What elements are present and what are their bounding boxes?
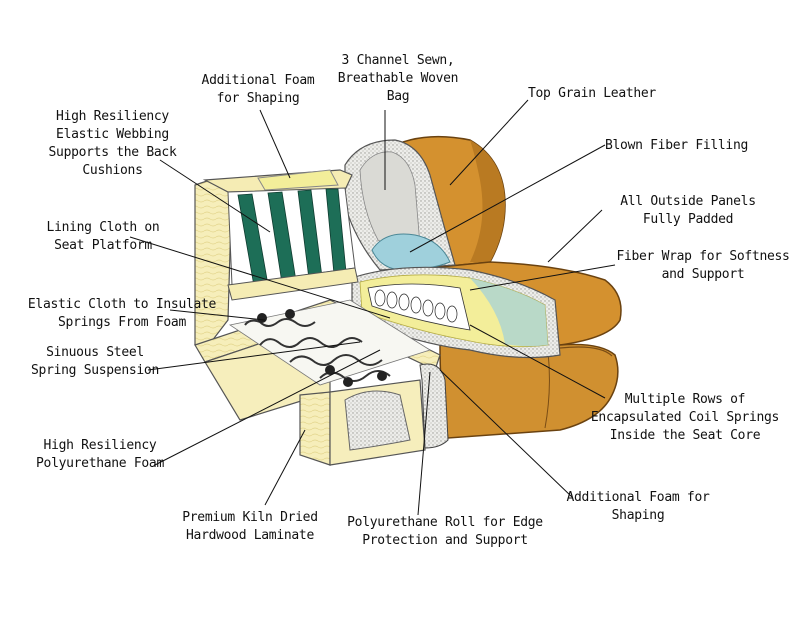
label-blown-fiber-filling: Blown Fiber Filling xyxy=(605,138,749,153)
label-elastic-cloth: Elastic Cloth to Insulate Springs From F… xyxy=(27,297,217,330)
label-lining-cloth: Lining Cloth on Seat Platform xyxy=(46,220,160,253)
label-additional-foam-bottom: Additional Foam for Shaping xyxy=(566,490,710,523)
label-sinuous-steel: Sinuous Steel Spring Suspension xyxy=(31,345,159,378)
back-cushion xyxy=(344,139,456,271)
leader-lines xyxy=(129,99,616,516)
label-high-resiliency-foam: High Resiliency Polyurethane Foam xyxy=(36,438,164,471)
label-additional-foam-top: Additional Foam for Shaping xyxy=(201,73,315,106)
label-polyurethane-roll: Polyurethane Roll for Edge Protection an… xyxy=(347,515,543,548)
label-kiln-dried-hardwood: Premium Kiln Dried Hardwood Laminate xyxy=(182,510,318,543)
label-encapsulated-coils: Multiple Rows of Encapsulated Coil Sprin… xyxy=(590,392,780,443)
sinuous-spring-suspension xyxy=(228,299,431,387)
label-top-grain-leather: Top Grain Leather xyxy=(528,86,656,101)
label-fiber-wrap: Fiber Wrap for Softness and Support xyxy=(616,249,790,282)
label-high-resiliency-webbing: High Resiliency Elastic Webbing Supports… xyxy=(48,109,177,178)
label-all-outside-panels: All Outside Panels Fully Padded xyxy=(620,194,756,227)
label-channel-sewn-bag: 3 Channel Sewn, Breathable Woven Bag xyxy=(337,53,459,104)
